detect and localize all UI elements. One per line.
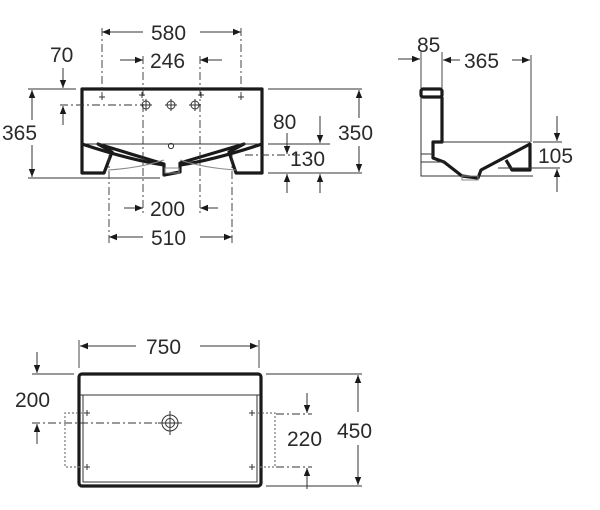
dim-350: 350	[338, 122, 373, 145]
dim-85: 85	[417, 34, 440, 57]
tap-holes	[140, 99, 201, 111]
dim-750: 750	[146, 336, 181, 359]
dim-80: 80	[273, 111, 296, 134]
dim-246: 246	[150, 50, 185, 73]
dim-70: 70	[50, 44, 73, 67]
right-bracket-hidden	[258, 412, 276, 468]
dim-220: 220	[287, 428, 322, 451]
dim-365-side: 365	[464, 50, 499, 73]
side-basin-outline	[431, 97, 532, 180]
dim-365-front: 365	[2, 122, 37, 145]
dim-510: 510	[151, 227, 186, 250]
top-basin-outline	[77, 372, 263, 488]
left-bracket-hidden	[64, 412, 82, 468]
dim-580: 580	[151, 22, 186, 45]
top-view: 750 200 220 450	[15, 336, 372, 489]
dim-450: 450	[337, 420, 372, 443]
dim-200-front: 200	[150, 198, 185, 221]
side-top-cap	[419, 87, 444, 99]
front-basin-outline	[80, 87, 264, 177]
waste-outlet	[158, 411, 182, 435]
front-view: 580 246 70 365 350 80 130 200 510	[2, 22, 373, 250]
side-view: 85 365 105	[398, 34, 573, 192]
dim-105: 105	[538, 145, 573, 168]
dim-200-top: 200	[15, 389, 50, 412]
dim-130: 130	[290, 148, 325, 171]
